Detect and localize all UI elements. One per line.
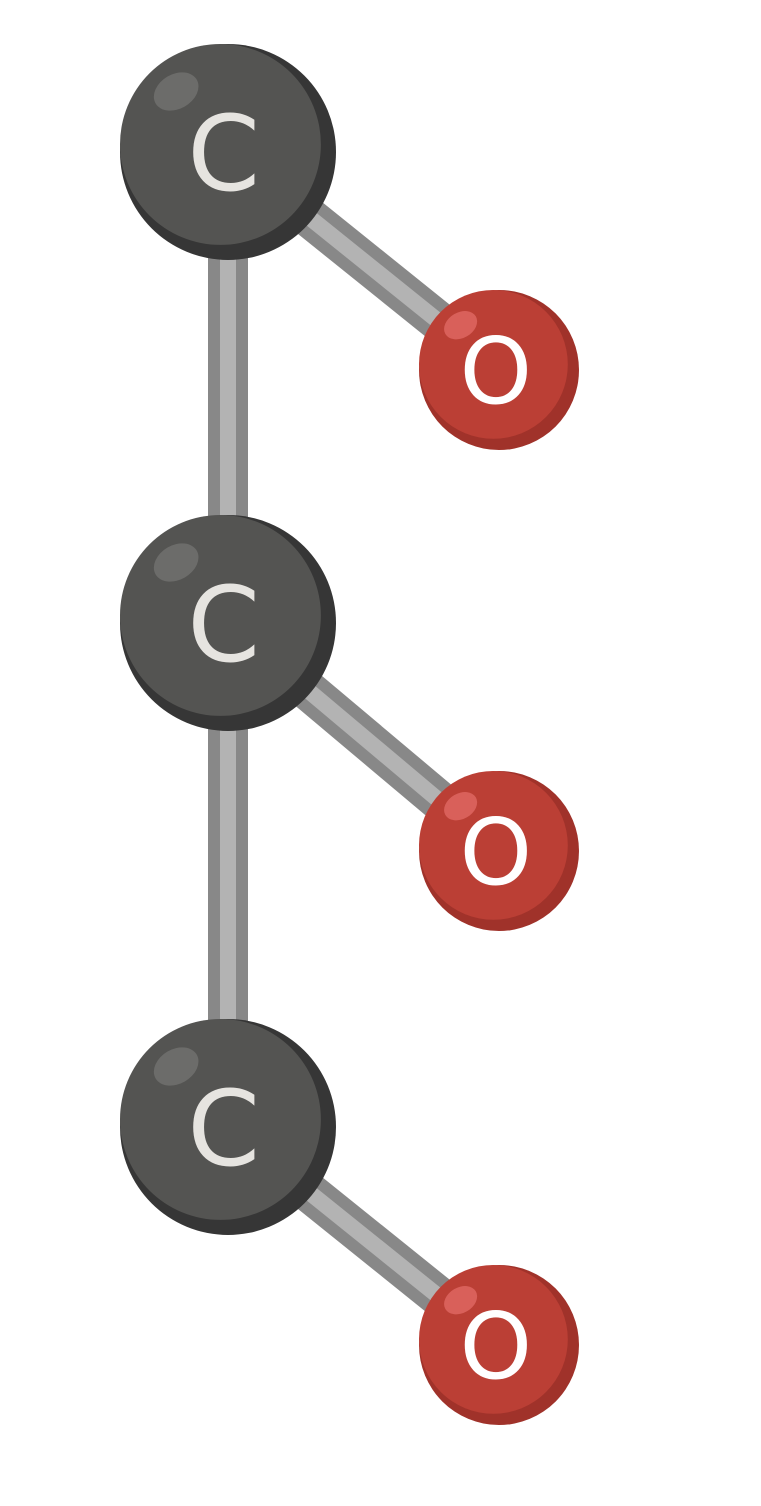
oxygen-label: O bbox=[460, 318, 532, 425]
atoms: C C C O O O bbox=[120, 44, 579, 1425]
carbon-atom: C bbox=[120, 515, 336, 731]
highlight bbox=[153, 1047, 199, 1086]
highlight bbox=[153, 72, 199, 111]
carbon-label: C bbox=[187, 1068, 260, 1190]
carbon-label: C bbox=[187, 93, 260, 215]
highlight bbox=[444, 792, 478, 821]
highlight bbox=[153, 543, 199, 582]
oxygen-label: O bbox=[460, 799, 532, 906]
oxygen-label: O bbox=[460, 1293, 532, 1400]
carbon-atom: C bbox=[120, 1018, 336, 1235]
oxygen-atom: O bbox=[419, 1265, 579, 1425]
carbon-label: C bbox=[187, 564, 260, 686]
highlight bbox=[444, 311, 478, 340]
carbon-atom: C bbox=[120, 44, 336, 260]
oxygen-atom: O bbox=[419, 771, 579, 931]
highlight bbox=[444, 1286, 478, 1315]
oxygen-atom: O bbox=[419, 290, 579, 450]
